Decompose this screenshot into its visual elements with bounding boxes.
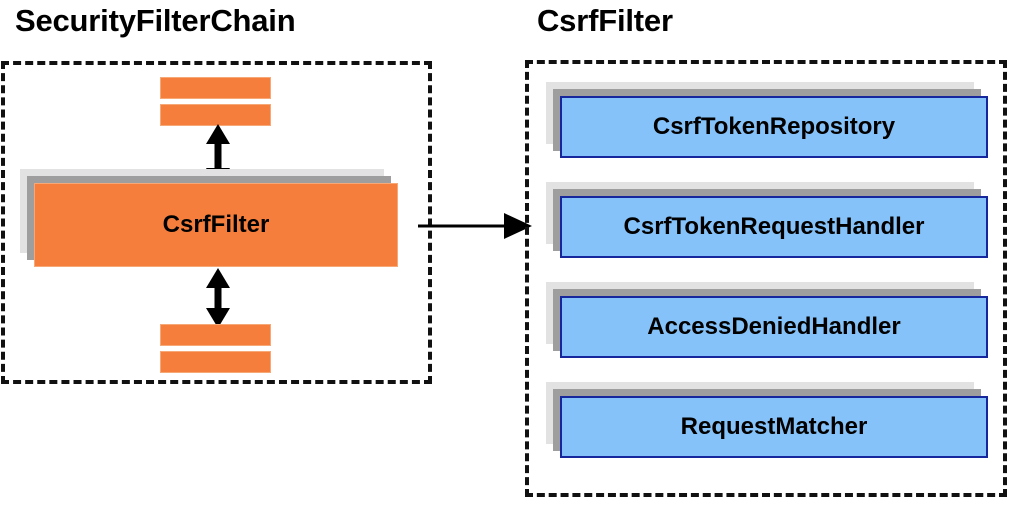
- filter-slab-above-2: [160, 104, 271, 126]
- node-face: AccessDeniedHandler: [560, 296, 988, 358]
- double-arrow-below-icon: [206, 268, 230, 328]
- collaborator-label-0: CsrfTokenRepository: [652, 113, 896, 140]
- node-face: CsrfFilter: [34, 183, 398, 267]
- filter-slab-below-1: [160, 324, 271, 346]
- node-face: RequestMatcher: [560, 396, 988, 458]
- filter-slab-below-2: [160, 351, 271, 373]
- node-face: CsrfTokenRepository: [560, 96, 988, 158]
- connector-arrow-icon: [418, 213, 532, 239]
- right-panel-title: CsrfFilter: [537, 3, 673, 38]
- left-panel-title: SecurityFilterChain: [15, 3, 296, 38]
- filter-slab-above-1: [160, 77, 271, 99]
- security-filter-chain-group: [1, 61, 432, 384]
- csrf-filter-node[interactable]: CsrfFilter: [20, 169, 398, 267]
- csrf-filter-collaborators-group: [525, 60, 1007, 497]
- collaborator-node-1[interactable]: CsrfTokenRequestHandler: [546, 182, 988, 258]
- csrf-filter-label: CsrfFilter: [162, 211, 270, 238]
- collaborator-label-3: RequestMatcher: [680, 413, 868, 440]
- collaborator-node-2[interactable]: AccessDeniedHandler: [546, 282, 988, 358]
- collaborator-label-2: AccessDeniedHandler: [647, 313, 901, 340]
- collaborator-label-1: CsrfTokenRequestHandler: [623, 213, 925, 240]
- collaborator-node-3[interactable]: RequestMatcher: [546, 382, 988, 458]
- node-face: CsrfTokenRequestHandler: [560, 196, 988, 258]
- collaborator-node-0[interactable]: CsrfTokenRepository: [546, 82, 988, 158]
